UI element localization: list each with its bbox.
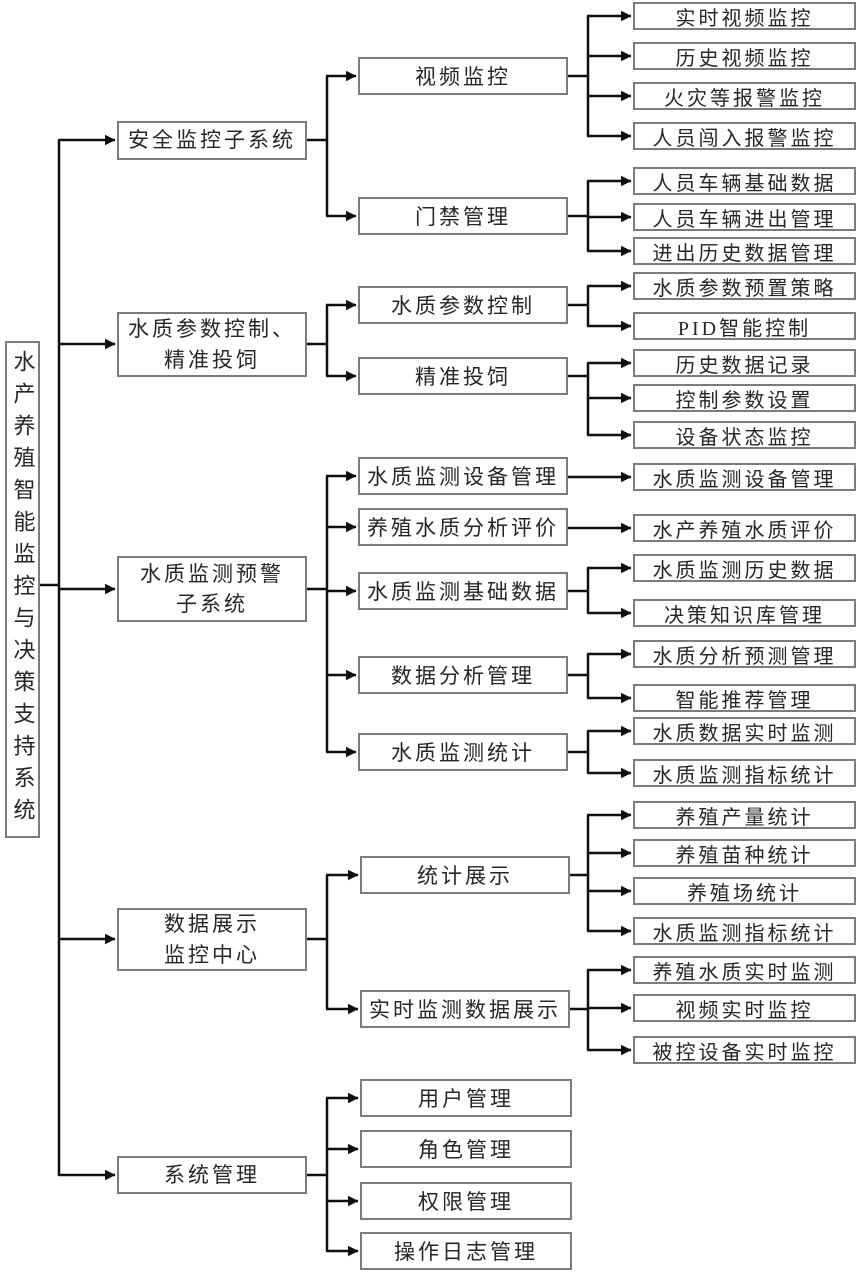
leaf-controlled-device-realtime-monitoring: 被控设备实时监控 xyxy=(633,1036,856,1064)
node-video-surveillance: 视频监控 xyxy=(358,57,568,95)
node-precise-feeding: 精准投饲 xyxy=(358,357,568,395)
leaf-production-stats: 养殖产量统计 xyxy=(633,801,856,829)
node-user-mgmt: 用户管理 xyxy=(360,1079,572,1117)
node-access-control: 门禁管理 xyxy=(358,197,568,235)
leaf-access-history-data-mgmt: 进出历史数据管理 xyxy=(633,237,856,265)
leaf-seedling-stats: 养殖苗种统计 xyxy=(633,839,856,867)
node-data-analysis-mgmt: 数据分析管理 xyxy=(358,656,568,694)
leaf-water-quality-realtime-monitoring: 养殖水质实时监测 xyxy=(633,956,856,984)
node-monitoring-device-mgmt: 水质监测设备管理 xyxy=(358,457,568,495)
leaf-monitoring-history-data: 水质监测历史数据 xyxy=(633,554,856,582)
leaf-history-data-record: 历史数据记录 xyxy=(633,349,856,377)
node-security-monitoring-subsystem: 安全监控子系统 xyxy=(117,121,307,160)
leaf-monitoring-indicator-stats: 水质监测指标统计 xyxy=(633,759,856,787)
leaf-aquaculture-water-quality-eval: 水产养殖水质评价 xyxy=(633,514,856,542)
node-water-quality-param-control: 水质参数控制 xyxy=(358,286,568,324)
leaf-device-status-monitoring: 设备状态监控 xyxy=(633,421,856,449)
leaf-control-param-setting: 控制参数设置 xyxy=(633,384,856,412)
leaf-water-quality-realtime-data: 水质数据实时监测 xyxy=(633,717,856,745)
node-water-quality-analysis-eval: 养殖水质分析评价 xyxy=(358,508,568,546)
node-operation-log-mgmt: 操作日志管理 xyxy=(360,1232,572,1270)
node-monitoring-base-data: 水质监测基础数据 xyxy=(358,572,568,610)
node-monitoring-statistics: 水质监测统计 xyxy=(358,733,568,771)
leaf-realtime-video-monitoring: 实时视频监控 xyxy=(633,2,856,30)
leaf-decision-knowledge-base-mgmt: 决策知识库管理 xyxy=(633,599,856,627)
node-data-display-monitoring-center: 数据展示 监控中心 xyxy=(117,908,307,971)
leaf-analysis-prediction-mgmt: 水质分析预测管理 xyxy=(633,640,856,668)
leaf-water-quality-indicator-stats: 水质监测指标统计 xyxy=(633,917,856,945)
leaf-personnel-vehicle-base-data: 人员车辆基础数据 xyxy=(633,167,856,195)
node-system-management: 系统管理 xyxy=(117,1156,307,1194)
leaf-farm-stats: 养殖场统计 xyxy=(633,877,856,905)
leaf-video-realtime-monitoring: 视频实时监控 xyxy=(633,994,856,1022)
leaf-param-preset-strategy: 水质参数预置策略 xyxy=(633,272,856,300)
node-permission-mgmt: 权限管理 xyxy=(360,1182,572,1220)
node-role-mgmt: 角色管理 xyxy=(360,1130,572,1168)
leaf-pid-intelligent-control: PID智能控制 xyxy=(633,312,856,340)
node-water-quality-param-control-feeding: 水质参数控制、 精准投饲 xyxy=(117,312,307,377)
node-water-quality-monitoring-warning-subsystem: 水质监测预警 子系统 xyxy=(117,556,307,622)
node-realtime-data-display: 实时监测数据展示 xyxy=(360,990,570,1028)
leaf-monitoring-device-mgmt: 水质监测设备管理 xyxy=(633,463,856,491)
leaf-history-video-monitoring: 历史视频监控 xyxy=(633,42,856,70)
leaf-intrusion-alarm-monitoring: 人员闯入报警监控 xyxy=(633,122,856,150)
node-statistics-display: 统计展示 xyxy=(360,856,570,894)
node-root: 水产养殖智能监控与决策支持系统 xyxy=(5,341,40,838)
leaf-intelligent-recommendation-mgmt: 智能推荐管理 xyxy=(633,684,856,712)
leaf-personnel-vehicle-access-mgmt: 人员车辆进出管理 xyxy=(633,203,856,231)
leaf-fire-alarm-monitoring: 火灾等报警监控 xyxy=(633,82,856,110)
